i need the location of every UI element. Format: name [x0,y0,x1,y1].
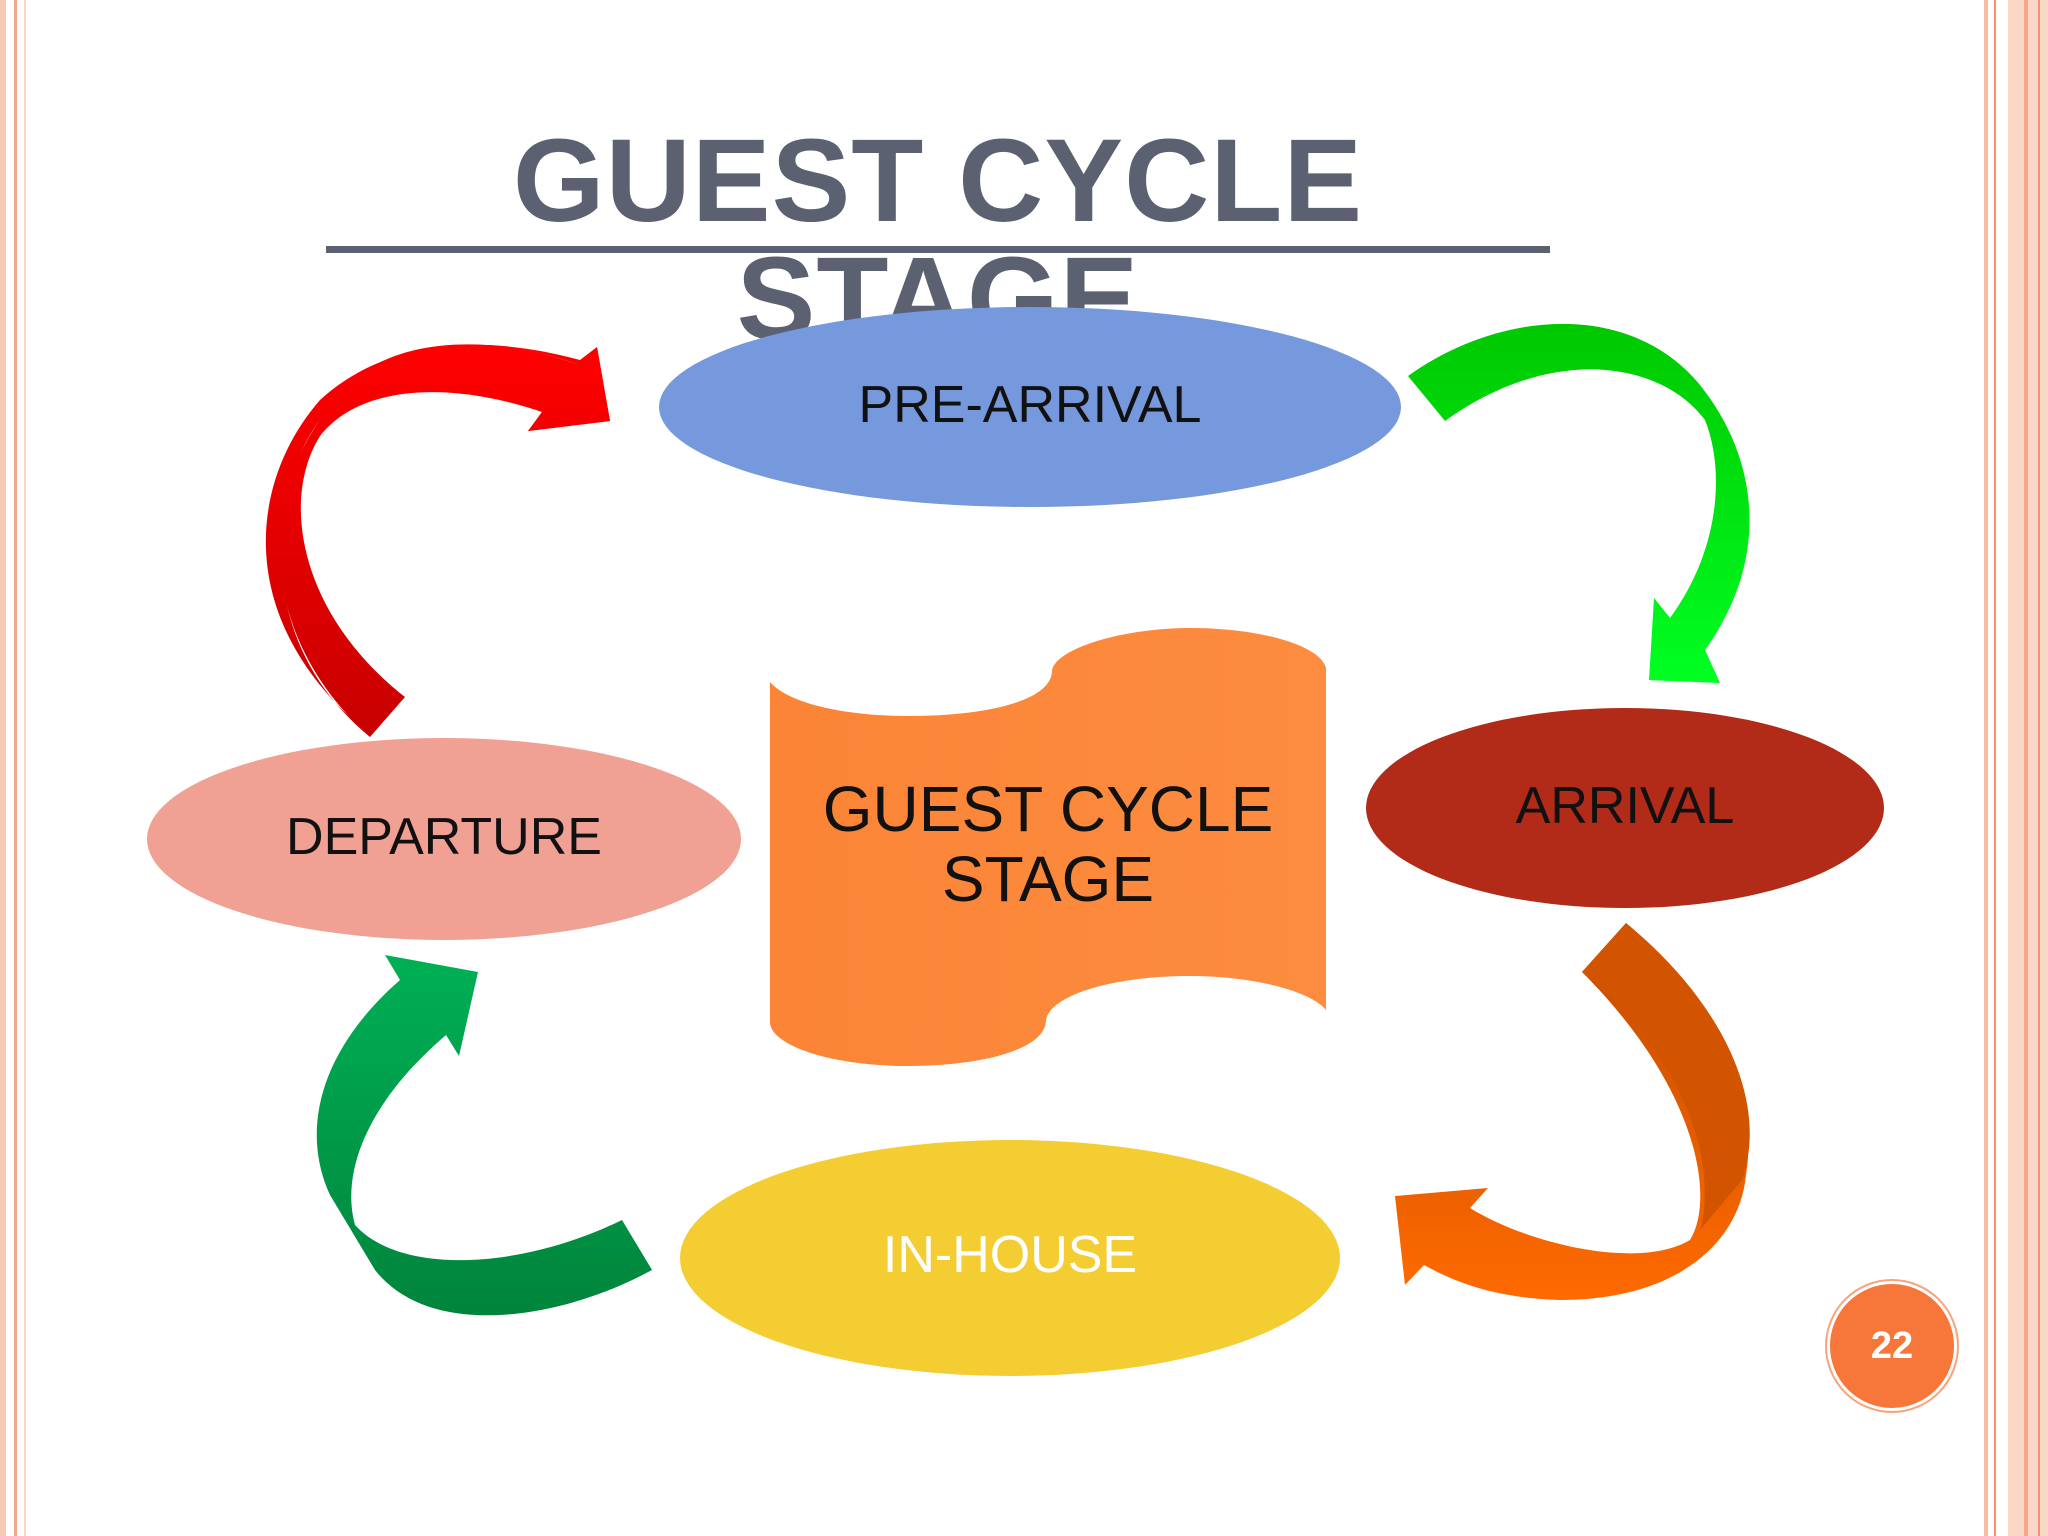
right-border-stripe [2024,0,2028,1536]
center-label-line-2: STAGE [941,843,1155,915]
title-underline [326,246,1550,253]
stage-departure [147,738,741,940]
arrow-in-house-to-departure [316,955,652,1316]
stage-in-house [680,1140,1340,1376]
page-number-badge: 22 [1827,1281,1957,1411]
arrow-arrival-to-in-house-tail [1582,923,1750,1230]
center-label-line-1: GUEST CYCLE [822,773,1274,845]
left-border-stripe [24,0,26,1536]
stage-arrival [1366,708,1884,908]
right-border-stripe [1994,0,1996,1536]
right-border-band [2008,0,2048,1536]
left-border-stripe [14,0,17,1536]
arrow-departure-to-pre-arrival-body [279,344,610,737]
right-border-stripe [1984,0,1988,1536]
right-border-stripe [2038,0,2040,1536]
left-border-stripe [0,0,6,1536]
arrow-pre-arrival-to-arrival [1408,323,1750,683]
stage-label-arrival: ARRIVAL [1515,777,1735,835]
center-scroll-shape [770,628,1326,1066]
stage-pre-arrival [659,307,1401,507]
stage-label-departure: DEPARTURE [286,808,602,866]
stage-label-pre-arrival: PRE-ARRIVAL [858,376,1202,434]
stage-label-in-house: IN-HOUSE [882,1226,1138,1284]
